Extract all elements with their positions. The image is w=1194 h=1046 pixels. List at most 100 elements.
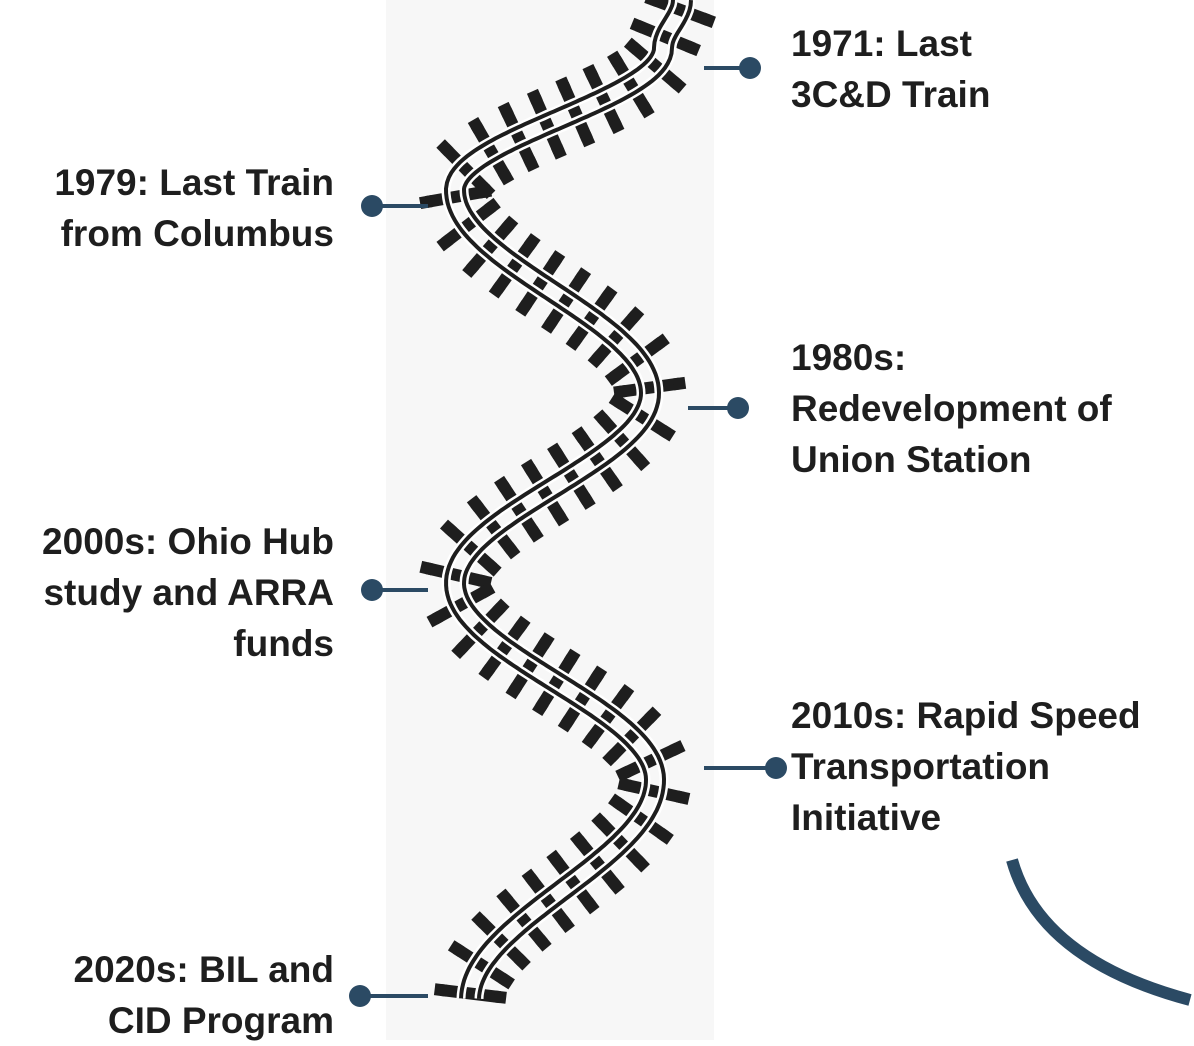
track-tie	[585, 688, 631, 745]
track-tie	[595, 816, 646, 869]
track-tie-plate	[574, 267, 592, 284]
track-tie	[497, 480, 541, 538]
track-tie	[649, 0, 711, 26]
track-tie-plate	[501, 215, 519, 233]
track-tie-plate	[617, 777, 632, 792]
track-tie	[529, 94, 565, 155]
track-tie-plate	[466, 495, 484, 512]
track-tie-plate	[657, 828, 674, 845]
track-tie	[628, 41, 682, 90]
track-tie	[544, 272, 588, 329]
track-tie-plate	[608, 392, 626, 410]
track-rail-right	[443, 0, 675, 999]
track-tie-plate	[526, 88, 543, 105]
track-tie-plate	[550, 143, 567, 160]
track-tie-plate	[527, 525, 544, 543]
track-tie-plate	[606, 475, 623, 493]
track-tie-plate	[479, 582, 496, 599]
track-background-panel	[386, 0, 714, 1040]
track-tie	[597, 413, 647, 467]
track-tie-plate	[558, 916, 575, 934]
milestone-1979-line-2: from Columbus	[60, 213, 334, 254]
track-tie-plate	[633, 454, 651, 472]
milestone-1980s-line-2: Redevelopment of	[791, 388, 1112, 429]
track-tie-plate	[582, 63, 599, 80]
track-tie-plate	[447, 940, 465, 957]
track-tie-plate	[515, 299, 532, 317]
track-tie-plate	[552, 509, 570, 527]
track-tie-plate	[520, 458, 538, 476]
track-tie-plate	[593, 409, 611, 427]
track-tie-plate	[541, 317, 558, 334]
track-tie-plate	[462, 261, 480, 278]
track-tie-plate	[590, 665, 608, 683]
track-tie-plate	[591, 812, 609, 830]
track-tie	[439, 983, 501, 1004]
track-tie	[518, 255, 562, 312]
milestone-2000s-line-1: 2000s: Ohio Hub	[42, 521, 334, 562]
track-tie-plate	[433, 983, 448, 997]
connector-2000s	[361, 579, 428, 601]
track-tie-plate	[538, 632, 555, 649]
track-tie-plate	[439, 519, 457, 537]
track-tie-plate	[523, 156, 540, 173]
track-tie	[606, 710, 658, 763]
track-tie-plate	[563, 648, 581, 666]
track-tie	[452, 943, 510, 987]
track-tie	[440, 143, 492, 195]
track-tie	[557, 82, 593, 142]
track-tie-plate	[471, 911, 489, 929]
curved-arrow-icon	[1006, 858, 1192, 1006]
track-tie	[613, 395, 671, 439]
track-tie	[470, 499, 517, 555]
track-tie	[481, 620, 528, 677]
milestone-2000s: 2000s: Ohio Hub study and ARRA funds	[42, 516, 334, 669]
track-tie-plate	[617, 684, 635, 701]
track-tie-plate	[483, 197, 501, 215]
track-tie	[585, 69, 622, 129]
track-tie-plate	[644, 706, 662, 724]
track-tie	[525, 873, 572, 929]
track-tie	[424, 185, 487, 208]
track-tie-plate	[521, 868, 539, 886]
track-tie-plate	[547, 442, 564, 460]
track-tie-plate	[478, 664, 496, 681]
milestone-2010s: 2010s: Rapid Speed Transportation Initia…	[791, 690, 1141, 843]
track-tie-plate	[467, 117, 485, 134]
track-tie	[573, 835, 621, 890]
track-tie-plate	[496, 888, 514, 906]
track-tie-plate	[513, 953, 531, 971]
track-tie	[610, 55, 652, 114]
track-tie-plate	[579, 131, 596, 148]
connector-1971	[704, 57, 761, 79]
track-tie-plate	[669, 740, 686, 757]
track-tie-plate	[587, 351, 605, 369]
track-tie	[561, 670, 604, 728]
track-tie-plate	[451, 641, 469, 659]
track-tie-plate	[513, 615, 531, 633]
track-tie	[524, 463, 566, 522]
track-tie-plate	[615, 765, 632, 782]
track-tie-plate	[492, 598, 510, 616]
connector-2010s	[704, 757, 787, 779]
track-tie-plate	[493, 990, 507, 1004]
milestone-2020s-line-2: CID Program	[107, 1000, 334, 1041]
milestone-1971: 1971: Last 3C&D Train	[791, 18, 990, 120]
track-tie-plate	[581, 732, 599, 750]
track-tie	[500, 107, 537, 167]
track-tie-plate	[503, 542, 521, 560]
track-tie	[623, 778, 685, 804]
track-tie-plate	[548, 250, 566, 267]
track-tie-plate	[669, 76, 687, 94]
track-tie-plate	[627, 306, 645, 324]
track-tie-plate	[565, 334, 583, 351]
connector-1980s	[688, 397, 749, 419]
track-tie	[569, 290, 614, 346]
track-tie-plate	[659, 424, 676, 442]
track-tie-plate	[523, 233, 541, 250]
track-tie-plate	[557, 715, 575, 733]
track-tie-plate	[532, 699, 549, 717]
track-tie-plate	[582, 897, 600, 915]
track-tie-plate	[555, 76, 572, 93]
